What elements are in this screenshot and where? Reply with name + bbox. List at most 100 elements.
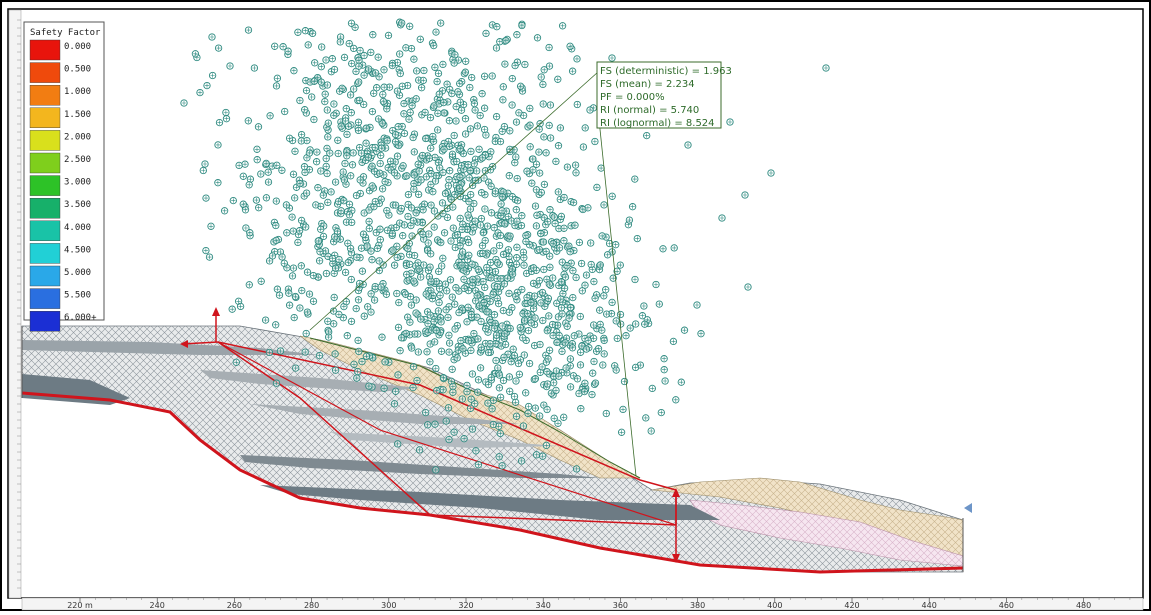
slip-center-point [424,320,432,328]
slip-center-point [505,373,514,381]
slip-center-point [445,348,453,356]
slip-center-point [531,314,539,322]
boundary-marker-icon[interactable] [964,503,972,513]
slip-center-point [241,160,249,168]
slip-center-point [199,166,207,175]
slip-center-point [449,388,457,396]
slip-center-point [554,142,563,150]
results-box[interactable]: FS (deterministic) = 1.963 FS (mean) = 2… [596,61,732,129]
slip-center-point [531,202,540,210]
slip-center-point [524,326,533,335]
slip-center-point [324,317,332,325]
slip-center-point [580,387,589,396]
slip-center-point [419,206,427,214]
slip-center-point [632,320,640,328]
slip-center-point [330,293,338,302]
slip-center-point [353,374,361,382]
slip-center-point [456,79,464,88]
slip-center-point [490,247,498,255]
slip-center-point [292,364,300,372]
slip-center-point [427,201,435,209]
slip-center-point [557,295,565,303]
slip-center-point [450,131,458,140]
slip-center-point [510,351,519,360]
slip-center-point [426,263,434,271]
slip-center-point [250,64,259,72]
slip-center-point [285,134,294,142]
slip-center-point [378,333,386,341]
slip-center-point [380,384,388,392]
slip-center-point [555,331,563,340]
slip-center-point [537,73,545,81]
slip-center-point [487,274,495,282]
slip-center-point [453,354,461,362]
slip-center-point [492,331,501,339]
slip-center-point [453,231,462,239]
slip-center-point [660,366,668,374]
slip-center-point [726,118,734,126]
slip-center-point [439,386,447,394]
slip-center-point [434,126,442,134]
slip-center-point [279,43,287,51]
slip-center-point [245,181,253,189]
slip-center-point [289,170,298,178]
slip-center-point [355,347,363,356]
slip-center-point [445,117,454,125]
slip-center-point [510,392,519,401]
x-tick-label: 240 [150,601,165,610]
slip-center-point [449,382,457,391]
slip-center-point [543,368,551,376]
slip-center-point [447,195,455,204]
slip-center-point [558,310,566,318]
legend-swatch [29,175,61,196]
slip-center-point [558,347,566,356]
slip-center-point [488,72,496,80]
slip-center-point [369,31,377,39]
slip-center-point [331,178,340,186]
slip-center-point [395,65,403,74]
slip-center-point [418,151,427,160]
slip-center-point [565,314,573,322]
slip-center-point [494,299,503,308]
slip-center-point [561,273,570,281]
safety-factor-legend[interactable]: Safety Factor 0.0000.5001.0001.5002.0002… [23,21,105,332]
slip-center-point [290,67,298,75]
slip-center-point [602,286,610,294]
slip-center-point [655,300,663,308]
slip-center-point [360,51,368,60]
slip-center-point [409,217,418,225]
slip-center-point [321,90,329,98]
slip-center-point [317,225,325,233]
slip-center-point [470,99,479,108]
slip-center-point [431,420,439,428]
slip-center-point [500,122,509,131]
slip-center-point [638,312,647,320]
x-tick-label: 320 [458,601,473,610]
slip-center-point [484,399,492,407]
slip-center-point [421,108,429,117]
slip-center-point [542,149,550,157]
slip-center-point [579,205,587,214]
slip-center-point [302,86,311,95]
slip-center-point [370,89,378,97]
slip-center-point [373,84,381,92]
slip-center-point [572,465,581,473]
slip-center-point [301,348,309,356]
slip-center-point [467,346,475,355]
slip-center-point [264,168,272,176]
slip-center-point [501,330,509,338]
slip-center-point [395,298,403,307]
legend-label: 0.000 [64,42,91,52]
slip-center-point [524,409,532,418]
slip-center-point [718,214,726,222]
dark-band-2 [260,485,720,520]
slip-center-point [454,88,462,96]
slip-center-point [214,44,223,52]
slip-center-point [511,159,519,167]
slip-center-point [474,461,483,469]
slip-center-point [633,234,641,243]
x-tick-label: 380 [690,601,705,610]
slip-center-point [479,229,487,237]
